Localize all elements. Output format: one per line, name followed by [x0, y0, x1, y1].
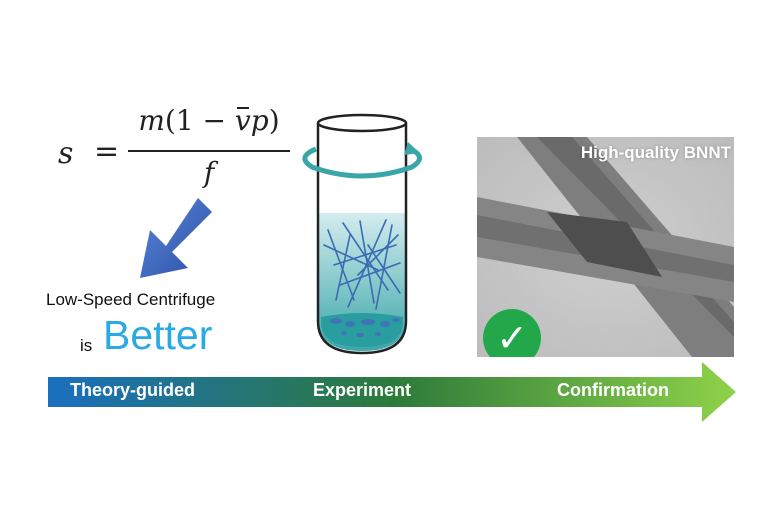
stage-experiment: Experiment — [313, 380, 412, 400]
tube-rim — [316, 113, 408, 133]
centrifuge-tube-illustration — [302, 113, 422, 355]
check-icon: ✓ — [483, 309, 541, 357]
formula-m: m — [138, 104, 165, 137]
fraction-bar — [128, 150, 290, 152]
low-speed-centrifuge-text: Low-Speed Centrifuge — [46, 290, 216, 309]
down-left-arrow-icon — [140, 198, 212, 278]
formula-equals: = — [94, 134, 120, 169]
formula-vbar: v — [234, 104, 251, 137]
formula-denominator: f — [203, 156, 215, 189]
better-text: Better — [103, 312, 213, 358]
formula-lhs: s — [58, 136, 74, 171]
tem-image: High-quality BNNT ✓ — [477, 137, 734, 357]
tem-image-label: High-quality BNNT — [580, 143, 731, 162]
stage-confirmation: Confirmation — [557, 380, 669, 400]
is-text: is — [80, 336, 93, 355]
tube-wall — [316, 123, 408, 355]
rotation-arrow-icon — [302, 146, 422, 179]
formula-p: p — [250, 104, 269, 137]
sedimentation-formula: s = m(1 − vp) f — [58, 100, 290, 200]
formula-close: ) — [268, 104, 280, 137]
sediment-particles — [330, 318, 400, 337]
sediment — [321, 313, 403, 347]
formula-numerator: m(1 − vp) — [128, 104, 290, 137]
workflow-arrow — [48, 362, 736, 422]
stage-theory-guided: Theory-guided — [70, 380, 195, 400]
nanotube-fibers — [323, 219, 401, 310]
formula-open: (1 − — [164, 104, 235, 137]
tem-micrograph — [477, 137, 734, 357]
